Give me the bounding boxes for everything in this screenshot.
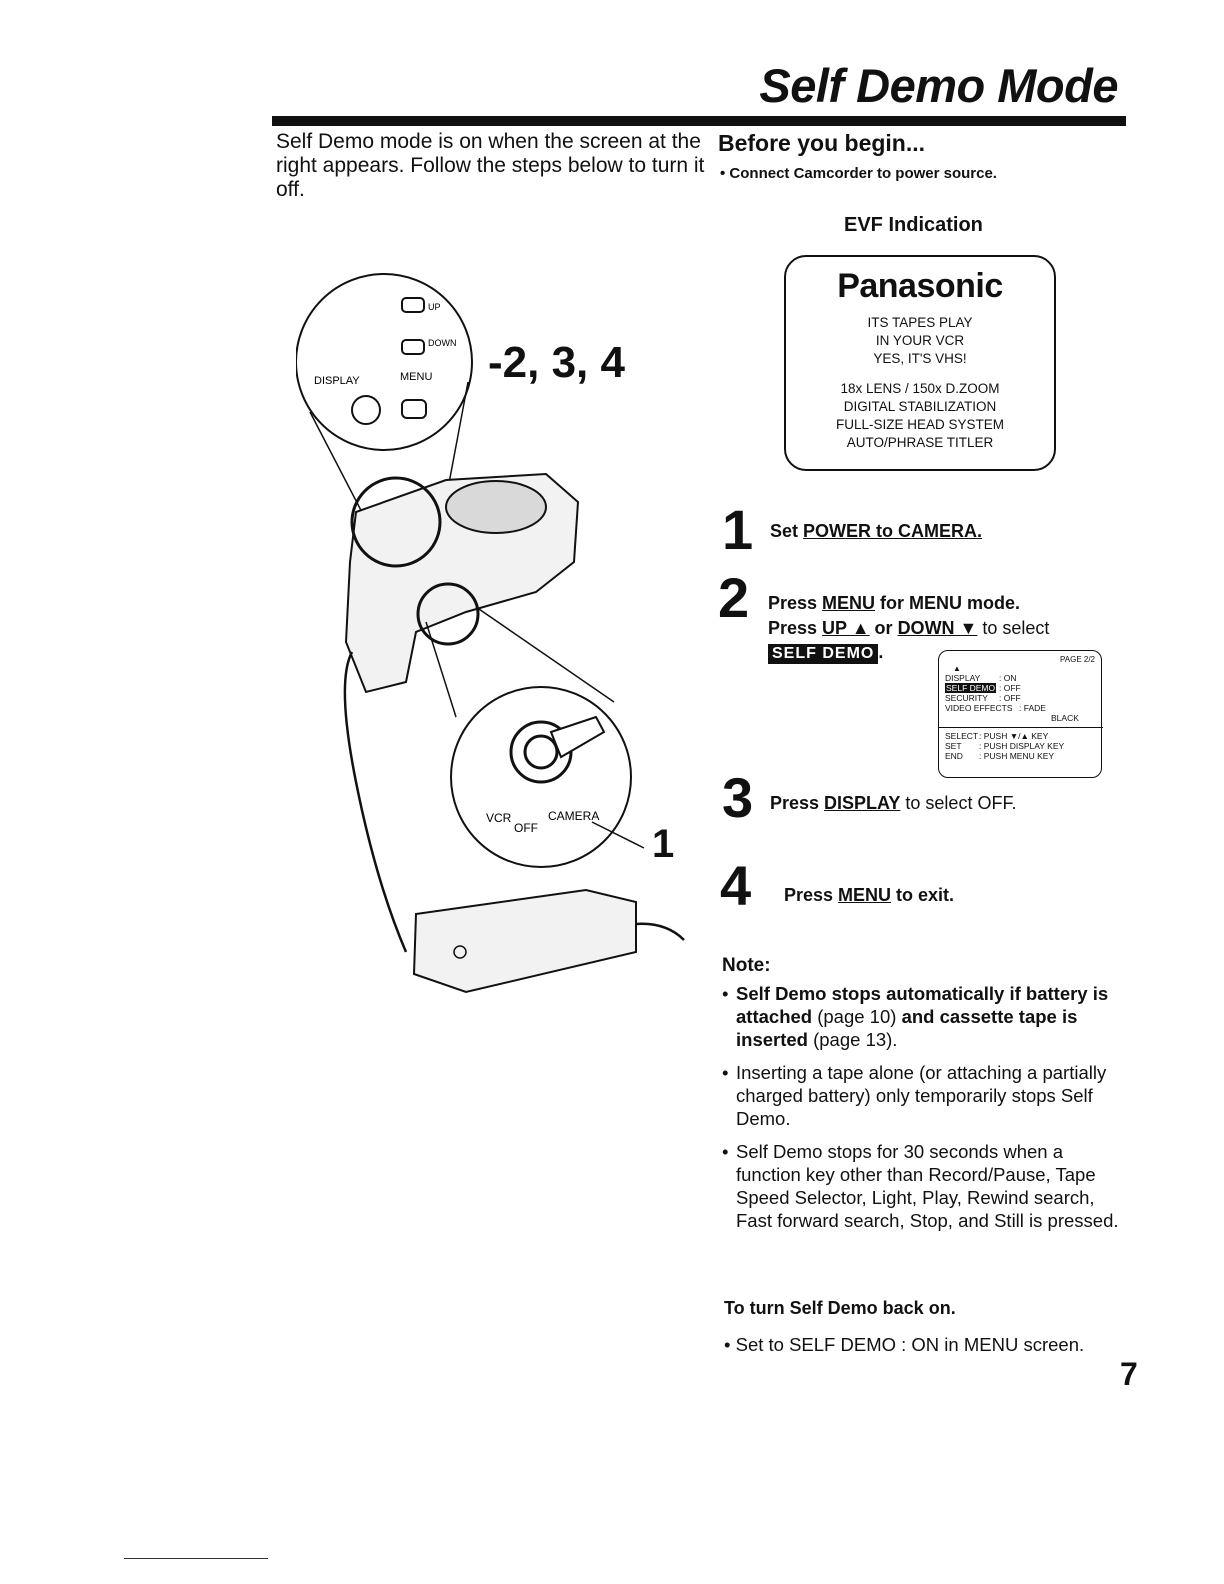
evf-lines-2: 18x LENS / 150x D.ZOOM DIGITAL STABILIZA… (786, 380, 1054, 452)
callout-step-1: 1 (652, 822, 675, 866)
menu-key-row: SELECT: PUSH ▼/▲ KEY (945, 731, 1049, 741)
evf-line: FULL-SIZE HEAD SYSTEM (835, 417, 1005, 432)
buttons-highlight-circle (350, 476, 442, 568)
label-up: UP (428, 302, 441, 312)
leader-line (475, 606, 615, 703)
camcorder-illustration: UP DOWN DISPLAY MENU VCR OFF CAMERA (296, 273, 685, 994)
camcorder-lens (445, 480, 547, 534)
menu-button-icon (401, 399, 427, 419)
evf-line: YES, IT'S VHS! (873, 351, 967, 366)
step-1-text: Set POWER to CAMERA. (770, 521, 982, 542)
label-down: DOWN (428, 338, 457, 348)
page-number: 7 (1120, 1356, 1138, 1392)
evf-line: AUTO/PHRASE TITLER (846, 435, 994, 450)
menu-key-row: SET: PUSH DISPLAY KEY (945, 741, 1065, 751)
button-magnifier-circle (296, 273, 473, 451)
label-display: DISPLAY (314, 375, 360, 387)
step-2-line-1: Press MENU for MENU mode. (768, 593, 1020, 614)
evf-line: 18x LENS / 150x D.ZOOM (840, 381, 1000, 396)
ac-adaptor (412, 888, 637, 994)
evf-line: DIGITAL STABILIZATION (843, 399, 997, 414)
menu-arrow: ▲ (953, 664, 961, 673)
note-heading: Note: (722, 955, 771, 976)
up-button-icon (401, 297, 425, 313)
switch-magnifier-circle (450, 686, 632, 868)
step-1-number: 1 (722, 498, 754, 561)
step-2-pre: Press (768, 593, 823, 613)
switch-highlight-circle (416, 582, 480, 646)
page-title: Self Demo Mode (759, 59, 1118, 112)
label-off: OFF (514, 821, 538, 835)
evf-line: ITS TAPES PLAY (867, 315, 973, 330)
menu-row: BLACK (1051, 713, 1079, 723)
callout-line (591, 821, 645, 849)
evf-lines-1: ITS TAPES PLAY IN YOUR VCR YES, IT'S VHS… (786, 314, 1054, 368)
step-2-or: or (869, 618, 898, 638)
note-list: Self Demo stops automatically if battery… (722, 982, 1132, 1242)
label-menu: MENU (400, 371, 432, 383)
step-4-post: to exit. (891, 885, 955, 905)
menu-row: VIDEO EFFECTS: FADE (945, 703, 1046, 713)
note-item: Self Demo stops for 30 seconds when a fu… (722, 1140, 1132, 1232)
back-on-bullet: • Set to SELF DEMO : ON in MENU screen. (724, 1334, 1085, 1355)
note-item: Self Demo stops automatically if battery… (722, 982, 1132, 1051)
badge-period: . (878, 642, 884, 662)
adaptor-cord (635, 922, 685, 941)
menu-row: SECURITY: OFF (945, 693, 1021, 703)
step-2-line2-pre: Press (768, 618, 823, 638)
power-cable (343, 651, 408, 953)
title-rule (272, 116, 1126, 126)
menu-key-row: END: PUSH MENU KEY (945, 751, 1055, 761)
label-camera: CAMERA (548, 809, 599, 823)
note-item: Inserting a tape alone (or attaching a p… (722, 1061, 1132, 1130)
step-4-number: 4 (720, 854, 752, 917)
step-4-text: Press MENU to exit. (784, 885, 954, 906)
down-button-icon (401, 339, 425, 355)
step-2-menu: MENU (822, 593, 876, 613)
power-switch-knob (523, 734, 559, 770)
power-switch-lever (549, 715, 606, 759)
step-1-pre: Set (770, 521, 804, 541)
back-on-heading: To turn Self Demo back on. (724, 1298, 956, 1318)
step-1-link: POWER to CAMERA. (803, 521, 983, 541)
menu-row: DISPLAY: ON (945, 673, 1017, 683)
menu-row: SELF DEMO: OFF (945, 683, 1021, 693)
evf-line: IN YOUR VCR (875, 333, 965, 348)
evf-brand: Panasonic (837, 267, 1003, 305)
step-2-line-2: Press UP ▲ or DOWN ▼ to select (768, 618, 1049, 639)
step-2-down: DOWN ▼ (897, 618, 978, 638)
leader-line (309, 411, 367, 521)
menu-page: PAGE 2/2 (1060, 655, 1095, 664)
adaptor-led-icon (453, 945, 467, 959)
intro-text: Self Demo mode is on when the screen at … (276, 130, 705, 201)
evf-screen: Panasonic ITS TAPES PLAY IN YOUR VCR YES… (784, 255, 1056, 471)
menu-screen: PAGE 2/2 ▲ DISPLAY: ON SELF DEMO: OFF SE… (938, 650, 1103, 778)
menu-divider (939, 727, 1103, 728)
before-bullet: • Connect Camcorder to power source. (720, 165, 997, 182)
step-3-number: 3 (722, 766, 754, 829)
step-2-number: 2 (718, 566, 750, 629)
footer-line (124, 1558, 268, 1559)
leader-line (425, 621, 457, 718)
display-button-icon (351, 395, 381, 425)
evf-label: EVF Indication (844, 214, 983, 236)
self-demo-badge: SELF DEMO (768, 644, 879, 664)
step-2-badge-line: SELF DEMO. (768, 642, 883, 664)
before-heading: Before you begin... (718, 130, 926, 156)
step-4-pre: Press (784, 885, 839, 905)
step-3-display: DISPLAY (824, 793, 901, 813)
step-4-menu: MENU (838, 885, 892, 905)
step-2-to-select: to select (977, 618, 1050, 638)
step-3-post: to select OFF. (900, 793, 1017, 813)
label-vcr: VCR (486, 811, 512, 825)
step-2-up: UP ▲ (822, 618, 870, 638)
step-2-post: for MENU mode. (875, 593, 1021, 613)
step-3-pre: Press (770, 793, 825, 813)
callout-steps-234: -2, 3, 4 (488, 338, 625, 387)
step-3-text: Press DISPLAY to select OFF. (770, 793, 1016, 814)
